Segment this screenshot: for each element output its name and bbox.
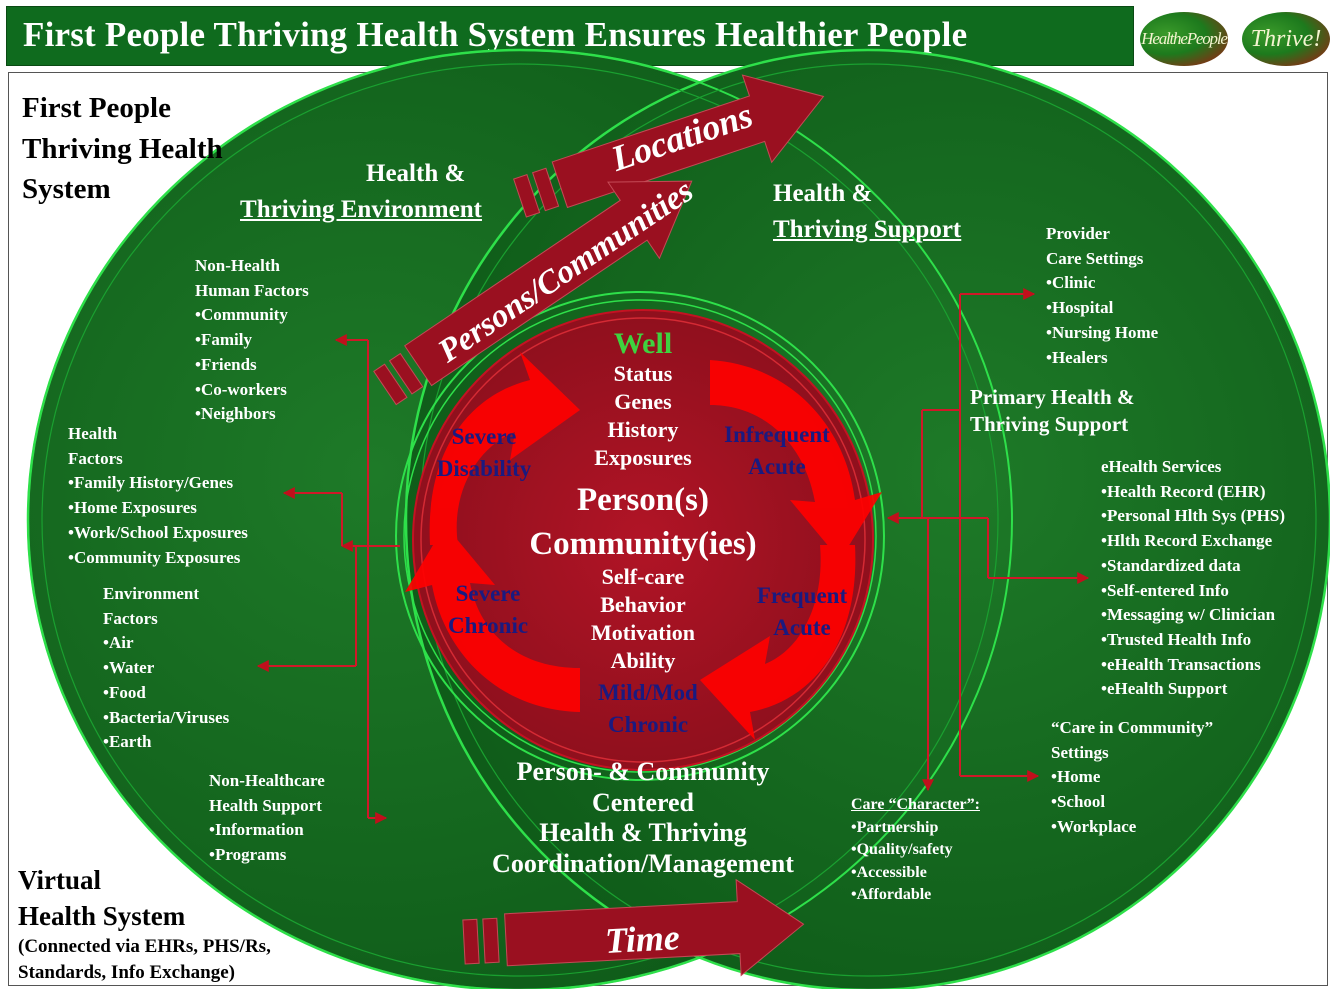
care-in-community-settings: “Care in Community”Settings•Home•School•… [1051,718,1214,836]
right-connectors [886,288,1090,792]
ehealth-services: eHealth Services•Health Record (EHR)•Per… [1101,457,1285,699]
cycle-arrows [405,352,882,740]
center-outer-ring [395,291,885,781]
healthepeople-logo: HealthePeople [1140,12,1228,66]
locations-arrow [513,74,825,218]
primary-support-label: Primary Health &Thriving Support [970,385,1135,436]
time-label: Time [604,917,681,961]
time-arrow [462,878,805,977]
environment-heading: Health &Thriving Environment [240,160,482,223]
well-label: Well [613,327,673,360]
thrive-logo: Thrive! [1242,12,1330,66]
persons-communities-arrow [373,180,693,406]
support-heading: Health &Thriving Support [773,180,962,243]
care-character: Care “Character”:•Partnership•Quality/sa… [851,796,980,903]
virtual-system-subtitle: (Connected via EHRs, PHS/Rs,Standards, I… [18,936,271,983]
left-connectors [256,334,400,824]
page-title: First People Thriving Health System Ensu… [23,15,968,54]
person-community-label: Person(s)Community(ies) [529,482,757,562]
